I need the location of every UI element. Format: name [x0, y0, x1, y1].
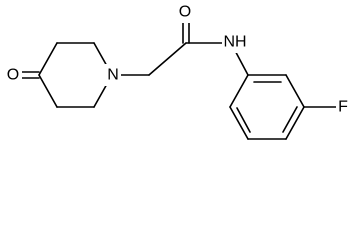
ring-nitrogen-label: N	[107, 67, 119, 84]
chemical-structure: O N O NH F	[6, 3, 349, 140]
amide-nitrogen-label: NH	[223, 34, 246, 51]
bond-c4-c3	[38, 42, 58, 76]
piperidinone-ring	[38, 42, 113, 108]
bond-c5-c4	[38, 74, 58, 108]
amide-oxygen-label: O	[179, 4, 191, 21]
fluorine-label: F	[338, 99, 348, 116]
ketone-oxygen-label: O	[7, 67, 19, 84]
bond-ch2-carbonyl	[148, 42, 187, 76]
fluorophenyl-ring	[229, 74, 305, 140]
